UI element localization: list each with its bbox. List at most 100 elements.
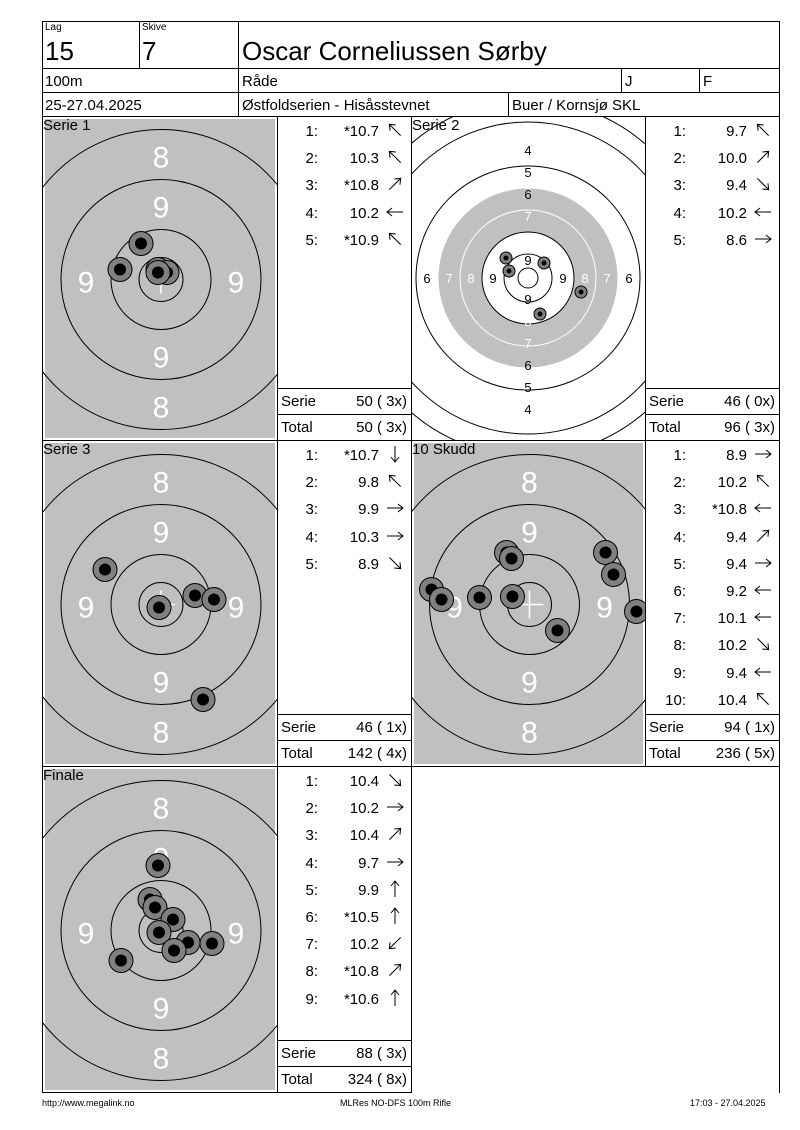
direction-arrow-icon (754, 585, 771, 595)
shot-row: 9:9.4 (646, 659, 779, 686)
shot-score: 9.7 (726, 123, 747, 140)
shot-row: 1: *10.7 (278, 441, 411, 468)
total-value: 142 ( 4x) (347, 745, 407, 762)
shot-score: 9.2 (726, 583, 747, 600)
ring-number: 7 (524, 209, 531, 224)
target-ring (415, 165, 641, 391)
shot-score: 10.1 (717, 610, 747, 628)
shot-hole-core (578, 289, 584, 295)
shot-number: 5: (673, 231, 686, 249)
direction-arrow-icon (756, 474, 770, 488)
shot-row: 3:9.4 (646, 171, 779, 198)
target-ring (110, 880, 212, 981)
shot-number: 9: (673, 664, 686, 682)
shot-hole-core (189, 589, 201, 602)
direction-arrow-icon (390, 988, 400, 1006)
serie-label: Serie (281, 1045, 317, 1062)
shot-row: 3:10.4 (278, 821, 411, 848)
direction-arrow-icon (756, 150, 770, 164)
shot-score: *10.8 (343, 177, 379, 195)
direction-arrow-icon (387, 857, 404, 866)
lag-label: Lag (45, 22, 62, 33)
shot-hole-core (208, 593, 220, 606)
shot-score: *10.7 (343, 447, 379, 464)
shot-number: 4: (673, 528, 686, 546)
shot-row: 3: *10.8 (278, 171, 411, 198)
shot-row: 8:10.2 (646, 631, 779, 658)
class-j: J (625, 73, 633, 90)
shot-row: 7:10.1 (646, 604, 779, 631)
serie-label: Serie (281, 719, 317, 736)
shot-score: *10.8 (711, 501, 747, 519)
total-value: 324 ( 8x) (347, 1071, 407, 1088)
direction-arrow-icon (390, 879, 400, 897)
shot-score: 8.9 (358, 555, 379, 573)
footer-url[interactable]: http://www.megalink.no (42, 1098, 135, 1108)
shot-row: 5:8.9 (278, 550, 411, 577)
shot-number: 1: (305, 773, 318, 790)
ring-number: 7 (603, 271, 610, 286)
shot-hole-core (506, 590, 519, 603)
total-value: 96 ( 3x) (724, 419, 775, 436)
shot-hole-core (167, 913, 179, 926)
shot-number: 3: (673, 501, 686, 519)
shot-score: 10.4 (717, 691, 747, 709)
shot-hole-core (168, 944, 180, 957)
ring-number: 8 (524, 314, 531, 329)
shooter-name: Oscar Corneliussen Sørby (242, 36, 547, 66)
shot-number: 6: (673, 583, 686, 600)
shot-hole-core (551, 624, 564, 637)
direction-arrow-icon (388, 150, 402, 164)
shot-row: 2:10.2 (278, 794, 411, 821)
footer-software: MLRes NO-DFS 100m Rifle (340, 1098, 452, 1108)
footer-timestamp: 17:03 - 27.04.2025 (690, 1098, 766, 1108)
shot-score: 10.2 (717, 637, 747, 655)
shot-number: 3: (305, 501, 318, 519)
shot-score: 10.0 (717, 150, 747, 168)
shot-hole-core (537, 311, 543, 317)
shot-number: 7: (305, 936, 318, 954)
ring-number: 6 (524, 187, 531, 202)
shot-hole-core (149, 901, 161, 914)
target-ring (138, 582, 184, 627)
total-label: Total (281, 745, 313, 762)
target-ring (60, 179, 262, 380)
shot-row: 4:9.4 (646, 523, 779, 550)
shot-row: 2:9.8 (278, 468, 411, 495)
date: 25-27.04.2025 (45, 97, 142, 114)
shot-score: 9.4 (726, 177, 747, 195)
serie-value: 46 ( 0x) (724, 393, 775, 410)
direction-arrow-icon (754, 207, 771, 216)
shot-number: 1: (673, 447, 686, 464)
direction-arrow-icon (754, 504, 771, 513)
shot-number: 3: (305, 177, 318, 195)
serie-value: 46 ( 1x) (356, 719, 407, 736)
serie-label: Serie (649, 393, 685, 410)
direction-arrow-icon (388, 123, 402, 137)
panel-title: Finale (43, 767, 84, 784)
shot-number: 2: (305, 150, 318, 168)
ring-number: 9 (78, 267, 95, 300)
direction-arrow-icon (387, 504, 404, 513)
shot-number: 1: (305, 447, 318, 464)
shot-hole-core (503, 255, 509, 261)
ring-number: 9 (153, 342, 170, 375)
target-ring (517, 267, 539, 289)
shot-number: 8: (305, 963, 318, 981)
ring-number: 6 (524, 358, 531, 373)
event-name: Østfoldserien - Hisåsstevnet (242, 97, 430, 114)
shot-hole-core (115, 954, 127, 967)
shot-number: 10: (665, 691, 686, 709)
shot-hole-core (206, 937, 218, 950)
shot-hole-core (99, 563, 111, 576)
shot-score: 8.6 (726, 231, 747, 249)
ring-number: 9 (153, 192, 170, 225)
direction-arrow-icon (755, 449, 772, 459)
